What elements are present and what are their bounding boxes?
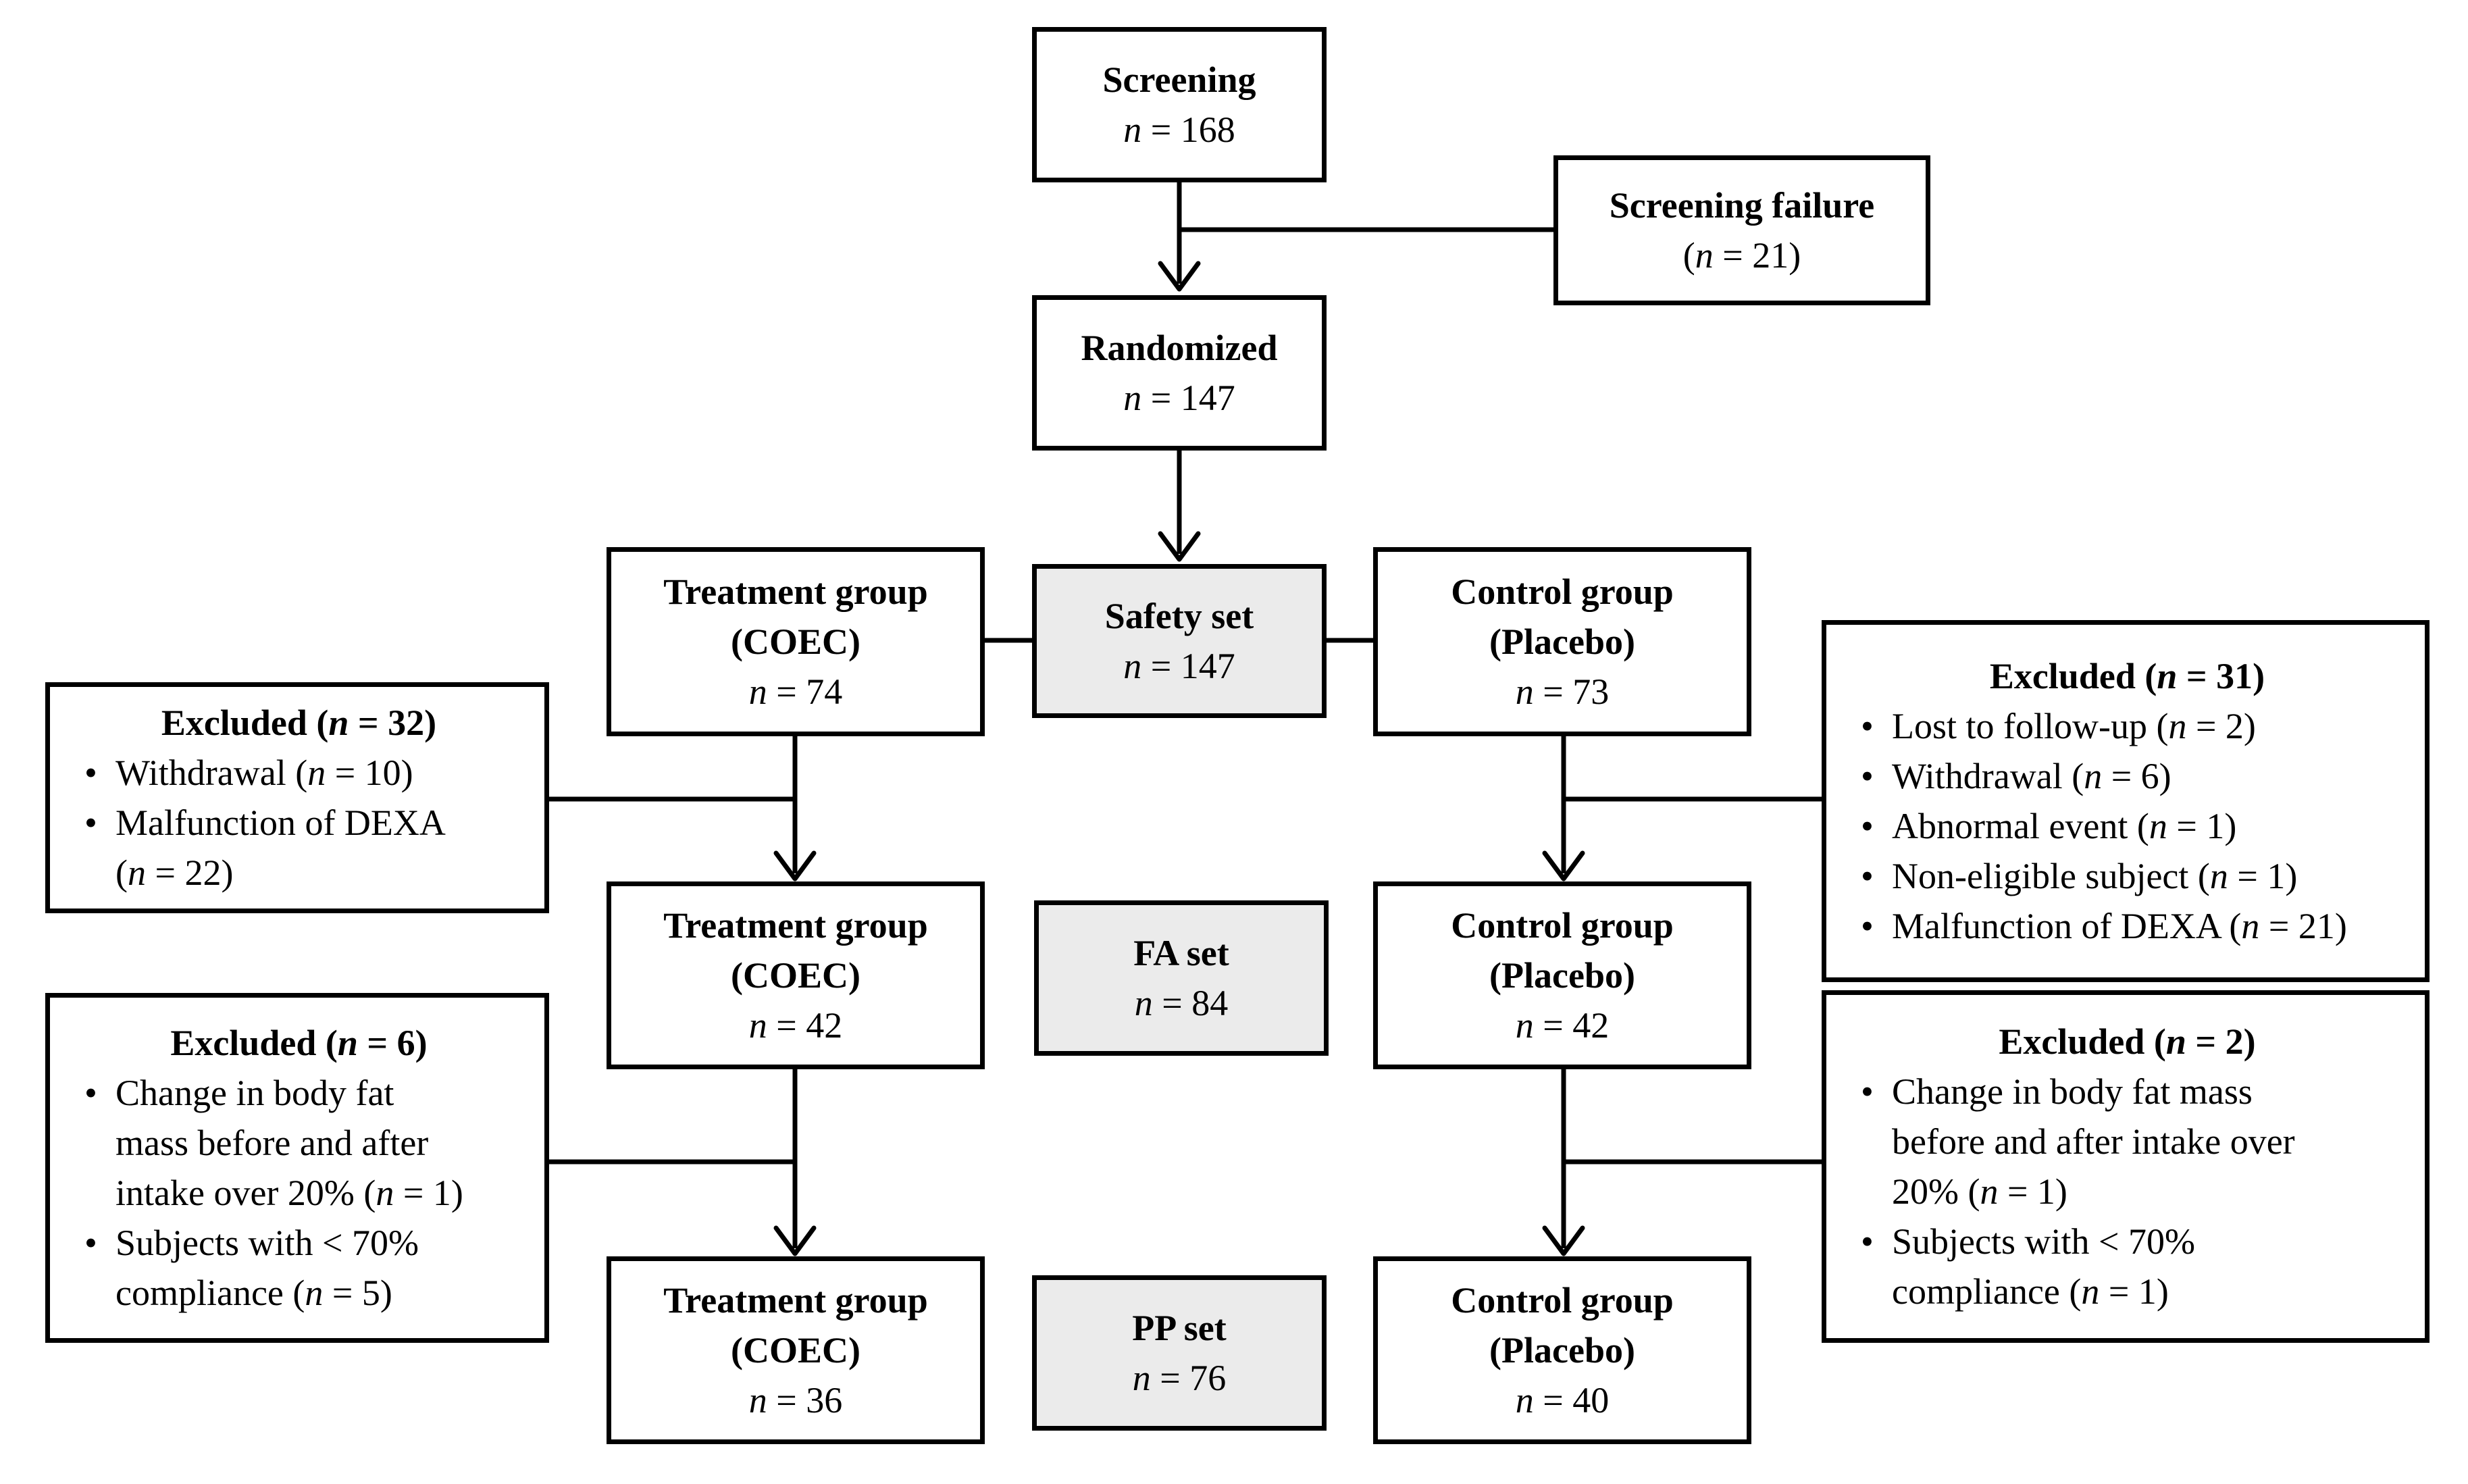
screening-box: Screening n = 168 — [1032, 27, 1327, 182]
control-group-subtitle: (Placebo) — [1489, 1330, 1635, 1371]
control-group-fa-box: Control group (Placebo) n = 42 — [1373, 881, 1751, 1069]
control-group-count: n = 42 — [1515, 1005, 1610, 1046]
excluded-control-box-1: Excluded (n = 31) Lost to follow-up (n =… — [1822, 620, 2430, 982]
screening-failure-title: Screening failure — [1609, 185, 1875, 226]
excluded-control-1-item: Non-eligible subject (n = 1) — [1857, 851, 2398, 901]
excluded-control-1-item: Abnormal event (n = 1) — [1857, 801, 2398, 851]
excluded-treatment-2-title: Excluded (n = 6) — [170, 1023, 428, 1063]
excluded-treatment-box-2: Excluded (n = 6) Change in body fatmass … — [45, 993, 549, 1343]
treatment-group-subtitle: (COEC) — [731, 1330, 860, 1371]
control-group-title: Control group — [1451, 905, 1674, 946]
arrowhead-randomized — [1158, 261, 1201, 292]
excluded-treatment-2-item: Subjects with < 70%compliance (n = 5) — [80, 1218, 517, 1318]
treatment-group-safety-box: Treatment group (COEC) n = 74 — [607, 547, 985, 736]
excluded-treatment-1-title: Excluded (n = 32) — [161, 702, 437, 743]
control-group-count: n = 73 — [1515, 671, 1610, 712]
randomized-box: Randomized n = 147 — [1032, 295, 1327, 451]
control-group-safety-box: Control group (Placebo) n = 73 — [1373, 547, 1751, 736]
treatment-group-title: Treatment group — [663, 1280, 928, 1321]
excluded-treatment-box-1: Excluded (n = 32) Withdrawal (n = 10) Ma… — [45, 682, 549, 913]
excluded-control-2-title: Excluded (n = 2) — [1999, 1021, 2256, 1062]
excluded-control-1-title: Excluded (n = 31) — [1989, 656, 2265, 696]
screening-title: Screening — [1102, 59, 1256, 100]
treatment-group-subtitle: (COEC) — [731, 955, 860, 996]
randomized-count: n = 147 — [1123, 378, 1235, 418]
treatment-group-pp-box: Treatment group (COEC) n = 36 — [607, 1256, 985, 1444]
control-group-pp-box: Control group (Placebo) n = 40 — [1373, 1256, 1751, 1444]
screening-failure-box: Screening failure (n = 21) — [1553, 155, 1930, 305]
arrowhead-treatment-pp — [773, 1225, 817, 1256]
safety-set-title: Safety set — [1104, 596, 1254, 636]
arrowhead-control-fa — [1542, 850, 1585, 881]
treatment-group-count: n = 74 — [748, 671, 843, 712]
pp-set-count: n = 76 — [1132, 1358, 1227, 1398]
treatment-group-count: n = 36 — [748, 1380, 843, 1421]
fa-set-title: FA set — [1133, 933, 1229, 973]
control-group-title: Control group — [1451, 1280, 1674, 1321]
screening-count: n = 168 — [1123, 109, 1235, 150]
randomized-title: Randomized — [1081, 328, 1278, 368]
excluded-control-1-item: Lost to follow-up (n = 2) — [1857, 701, 2398, 751]
treatment-group-subtitle: (COEC) — [731, 621, 860, 662]
arrowhead-safety — [1158, 531, 1201, 562]
screening-failure-count: (n = 21) — [1682, 235, 1801, 276]
control-group-subtitle: (Placebo) — [1489, 955, 1635, 996]
excluded-control-box-2: Excluded (n = 2) Change in body fat mass… — [1822, 990, 2430, 1343]
arrowhead-treatment-fa — [773, 850, 817, 881]
fa-set-box: FA set n = 84 — [1034, 900, 1329, 1056]
excluded-control-2-item: Subjects with < 70%compliance (n = 1) — [1857, 1217, 2398, 1316]
excluded-treatment-1-item: Withdrawal (n = 10) — [80, 748, 517, 798]
control-group-title: Control group — [1451, 571, 1674, 612]
treatment-group-count: n = 42 — [748, 1005, 843, 1046]
arrowhead-control-pp — [1542, 1225, 1585, 1256]
control-group-count: n = 40 — [1515, 1380, 1610, 1421]
treatment-group-title: Treatment group — [663, 905, 928, 946]
excluded-treatment-1-item: Malfunction of DEXA(n = 22) — [80, 798, 517, 898]
safety-set-count: n = 147 — [1123, 646, 1235, 686]
treatment-group-fa-box: Treatment group (COEC) n = 42 — [607, 881, 985, 1069]
treatment-group-title: Treatment group — [663, 571, 928, 612]
fa-set-count: n = 84 — [1134, 983, 1229, 1023]
pp-set-box: PP set n = 76 — [1032, 1275, 1327, 1431]
excluded-control-1-item: Withdrawal (n = 6) — [1857, 751, 2398, 801]
safety-set-box: Safety set n = 147 — [1032, 564, 1327, 718]
pp-set-title: PP set — [1132, 1308, 1227, 1348]
control-group-subtitle: (Placebo) — [1489, 621, 1635, 662]
excluded-control-1-item: Malfunction of DEXA (n = 21) — [1857, 901, 2398, 951]
